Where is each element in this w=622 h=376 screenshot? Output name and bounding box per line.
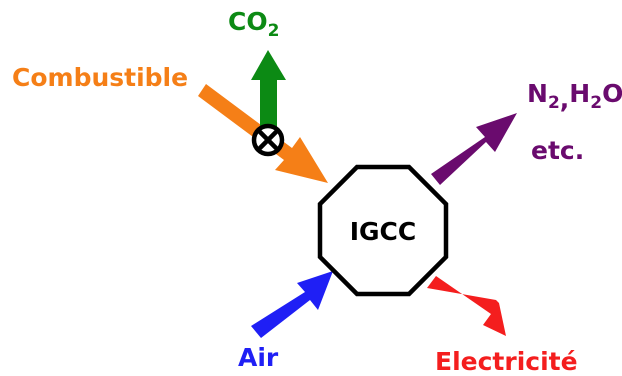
electricity-arrow-shape: [427, 276, 506, 336]
igcc-octagon: [317, 164, 449, 297]
air-label: Air: [238, 343, 279, 372]
emissions-etc-label: etc.: [531, 136, 584, 165]
emissions-formula-label: N2,H2O: [527, 79, 622, 114]
co2-label: CO2: [228, 7, 279, 41]
co2-arrow-shape: [251, 50, 286, 133]
emissions-o: O: [602, 79, 622, 108]
igcc-label: IGCC: [350, 217, 417, 246]
emissions-h-subscript: 2: [590, 93, 602, 113]
emissions-separator: ,: [560, 85, 570, 114]
emissions-n-subscript: 2: [548, 93, 560, 113]
emissions-arrow-shape: [431, 113, 517, 185]
co2-arrow: [251, 50, 286, 133]
emissions-n: N: [527, 79, 548, 108]
co2-subscript: 2: [268, 21, 280, 41]
air-arrow: [251, 271, 333, 338]
emissions-arrow: [431, 113, 517, 185]
igcc-unit: IGCC: [317, 164, 449, 297]
electricity-label: Electricité: [435, 347, 578, 376]
circled-times-icon: [251, 123, 285, 157]
electricity-arrow: [427, 276, 506, 336]
fuel-label: Combustible: [12, 63, 188, 92]
co2-main: CO: [228, 7, 268, 36]
air-arrow-shape: [251, 271, 333, 338]
emissions-h: H: [569, 79, 590, 108]
